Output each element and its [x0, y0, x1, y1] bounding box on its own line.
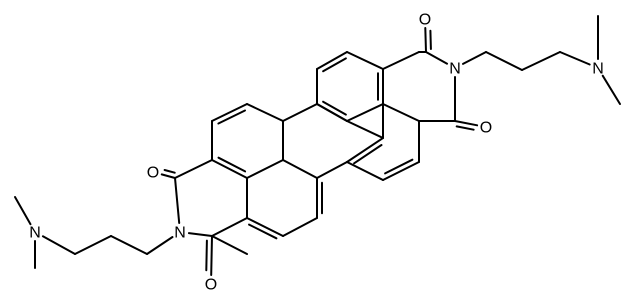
- atom-o3: O: [145, 164, 161, 182]
- atom-label-background: [145, 164, 161, 180]
- atom-o2: O: [478, 119, 494, 137]
- double-bond-primary: [346, 137, 384, 163]
- single-bond: [282, 103, 318, 122]
- bond-layer: [14, 15, 621, 276]
- atom-label-background: [172, 224, 188, 240]
- single-bond: [110, 235, 148, 255]
- double-bond-primary: [210, 235, 213, 276]
- single-bond: [425, 51, 449, 65]
- atom-o1: O: [417, 11, 433, 29]
- double-bond-secondary: [248, 223, 278, 240]
- atom-label-background: [27, 224, 43, 240]
- double-bond-secondary: [384, 158, 414, 175]
- single-bond: [282, 217, 318, 237]
- single-bond: [41, 235, 76, 255]
- single-bond: [346, 103, 384, 122]
- double-bond-secondary: [163, 169, 176, 174]
- single-bond: [174, 159, 213, 179]
- single-bond: [382, 51, 420, 70]
- atom-n4: N: [27, 224, 43, 242]
- atom-label: O: [480, 120, 492, 137]
- double-bond-primary: [382, 161, 420, 181]
- double-bond-primary: [424, 27, 427, 53]
- atom-label-background: [478, 119, 494, 135]
- atom-label: O: [147, 165, 159, 182]
- single-bond: [187, 232, 213, 237]
- atom-label-background: [590, 60, 606, 76]
- atom-label: O: [419, 12, 431, 29]
- atom-o4: O: [203, 276, 219, 294]
- single-bond: [346, 161, 384, 181]
- single-bond: [282, 159, 318, 179]
- atom-label-layer: O O O O N N N N: [27, 11, 606, 294]
- double-bond-secondary: [322, 57, 347, 73]
- single-bond: [316, 103, 348, 122]
- double-bond-secondary: [217, 156, 247, 173]
- double-bond-secondary: [455, 125, 475, 131]
- single-bond: [382, 103, 420, 122]
- atom-label: N: [592, 61, 604, 78]
- double-bond-secondary: [205, 239, 208, 272]
- single-bond: [346, 51, 384, 70]
- double-bond-secondary: [353, 144, 383, 165]
- single-bond: [601, 74, 621, 105]
- atom-label-background: [447, 60, 463, 76]
- atom-label: N: [29, 225, 41, 242]
- double-bond-primary: [316, 51, 348, 70]
- atom-n2: N: [172, 224, 188, 242]
- double-bond-primary: [211, 103, 248, 122]
- double-bond-primary: [454, 120, 479, 127]
- single-bond: [246, 159, 284, 179]
- single-bond: [246, 103, 284, 122]
- atom-label: N: [174, 225, 186, 242]
- single-bond: [521, 51, 561, 71]
- atom-label: N: [449, 61, 461, 78]
- single-bond: [485, 51, 523, 71]
- atom-label: O: [205, 277, 217, 294]
- single-bond: [211, 235, 248, 255]
- single-bond: [74, 235, 112, 255]
- single-bond: [14, 196, 32, 226]
- atom-n1: N: [447, 60, 463, 78]
- single-bond: [174, 177, 181, 224]
- atom-label-background: [417, 11, 433, 27]
- single-bond: [211, 217, 248, 237]
- single-bond: [559, 51, 591, 66]
- single-bond: [462, 51, 487, 65]
- double-bond-primary: [246, 217, 284, 237]
- single-bond: [146, 236, 174, 255]
- atom-label-background: [203, 276, 219, 292]
- double-bond-primary: [211, 159, 248, 179]
- single-bond: [346, 120, 384, 139]
- single-bond: [316, 161, 348, 179]
- double-bond-primary: [160, 173, 176, 179]
- double-bond-secondary: [322, 100, 347, 116]
- double-bond-secondary: [217, 109, 246, 125]
- atom-n3: N: [590, 60, 606, 78]
- double-bond-secondary: [429, 29, 432, 50]
